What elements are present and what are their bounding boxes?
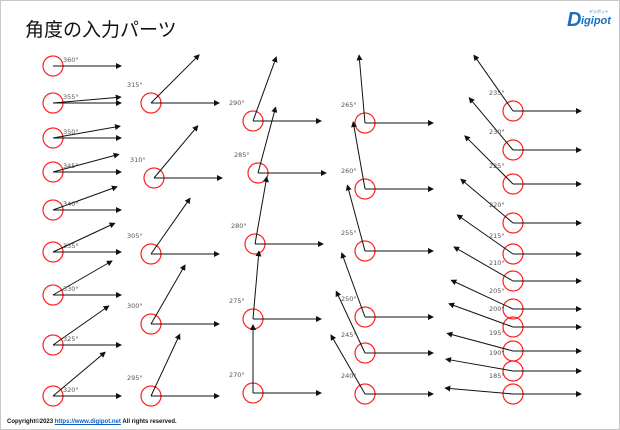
angle-ray-arrow (252, 56, 278, 122)
angle-ray-arrow (257, 106, 278, 174)
angle-label: 315° (127, 81, 143, 89)
angle-label: 310° (130, 156, 146, 164)
angle-label: 340° (63, 200, 79, 208)
angle-label: 330° (63, 285, 79, 293)
angle-label: 225° (489, 162, 505, 170)
angle-label: 285° (234, 151, 250, 159)
angle-label: 345° (63, 162, 79, 170)
angle-ray-arrow (52, 152, 120, 173)
angle-ray-arrow (52, 94, 122, 104)
angle-label: 235° (489, 89, 505, 97)
angle-label: 350° (63, 128, 79, 136)
footer: Copyright©2023 https://www.digipot.net A… (7, 419, 177, 425)
angle-ray-arrow (254, 176, 269, 245)
angle-label: 325° (63, 335, 79, 343)
angle-label: 215° (489, 232, 505, 240)
angle-ray-arrow (456, 214, 514, 255)
angle-label: 275° (229, 297, 245, 305)
angle-ray-arrow (351, 121, 366, 190)
angle-ray-arrow (448, 302, 514, 328)
angle-ray-arrow (356, 54, 366, 124)
angle-ray-arrow (444, 385, 514, 395)
angle-label: 230° (489, 128, 505, 136)
angle-label: 320° (63, 386, 79, 394)
angle-label: 185° (489, 372, 505, 380)
angle-label: 300° (127, 302, 143, 310)
angle-label: 195° (489, 329, 505, 337)
angle-label: 250° (341, 295, 357, 303)
angle-ray-arrow (330, 334, 366, 395)
angle-ray-arrow (52, 222, 116, 253)
logo-letter-d: D (567, 9, 581, 31)
angle-ray-arrow (335, 290, 366, 354)
logo-ruby: デジポット (589, 9, 609, 14)
angle-ray-arrow (52, 185, 118, 211)
angle-ray-arrow (460, 178, 514, 224)
angle-label: 240° (341, 372, 357, 380)
angle-ray-arrow (468, 97, 514, 151)
angle-ray-arrow (150, 333, 181, 397)
angle-label: 290° (229, 99, 245, 107)
digipot-logo: D igipot デジポット (567, 9, 613, 37)
angle-label: 305° (127, 232, 143, 240)
angle-label: 220° (489, 201, 505, 209)
angle-ray-arrow (453, 246, 514, 282)
angle-ray-arrow (445, 357, 514, 372)
angle-ray-arrow (345, 184, 366, 252)
angle-label: 200° (489, 305, 505, 313)
angle-label: 260° (341, 167, 357, 175)
copyright-text: Copyright©2023 (7, 419, 55, 425)
angle-label: 205° (489, 287, 505, 295)
angle-label: 270° (229, 371, 245, 379)
angle-ray-arrow (150, 264, 186, 325)
angle-ray-arrow (340, 252, 366, 318)
angle-ray-arrow (450, 279, 514, 310)
angle-ray-arrow (150, 197, 191, 255)
angle-ray-arrow (446, 331, 514, 352)
angle-label: 280° (231, 222, 247, 230)
angle-label: 335° (63, 242, 79, 250)
angle-ray-arrow (464, 135, 514, 185)
angle-ray-arrow (252, 250, 262, 320)
angle-label: 255° (341, 229, 357, 237)
rights-text: All rights reserved. (120, 419, 177, 425)
angle-ray-arrow (150, 54, 200, 104)
page-title: 角度の入力パーツ (25, 19, 177, 41)
angle-label: 210° (489, 259, 505, 267)
angle-ray-arrow (473, 54, 514, 112)
digipot-link[interactable]: https://www.digipot.net (54, 419, 121, 425)
angle-label: 295° (127, 374, 143, 382)
angle-ray-arrow (52, 305, 110, 346)
angle-label: 245° (341, 331, 357, 339)
angle-label: 190° (489, 349, 505, 357)
angle-label: 355° (63, 93, 79, 101)
angle-ray-arrow (52, 351, 106, 397)
angle-ray-arrow (52, 124, 121, 139)
angle-label: 265° (341, 101, 357, 109)
angle-ray-arrow (52, 260, 113, 296)
logo-text: igipot (581, 15, 611, 27)
angle-label: 360° (63, 56, 79, 64)
angle-ray-arrow (153, 125, 199, 179)
